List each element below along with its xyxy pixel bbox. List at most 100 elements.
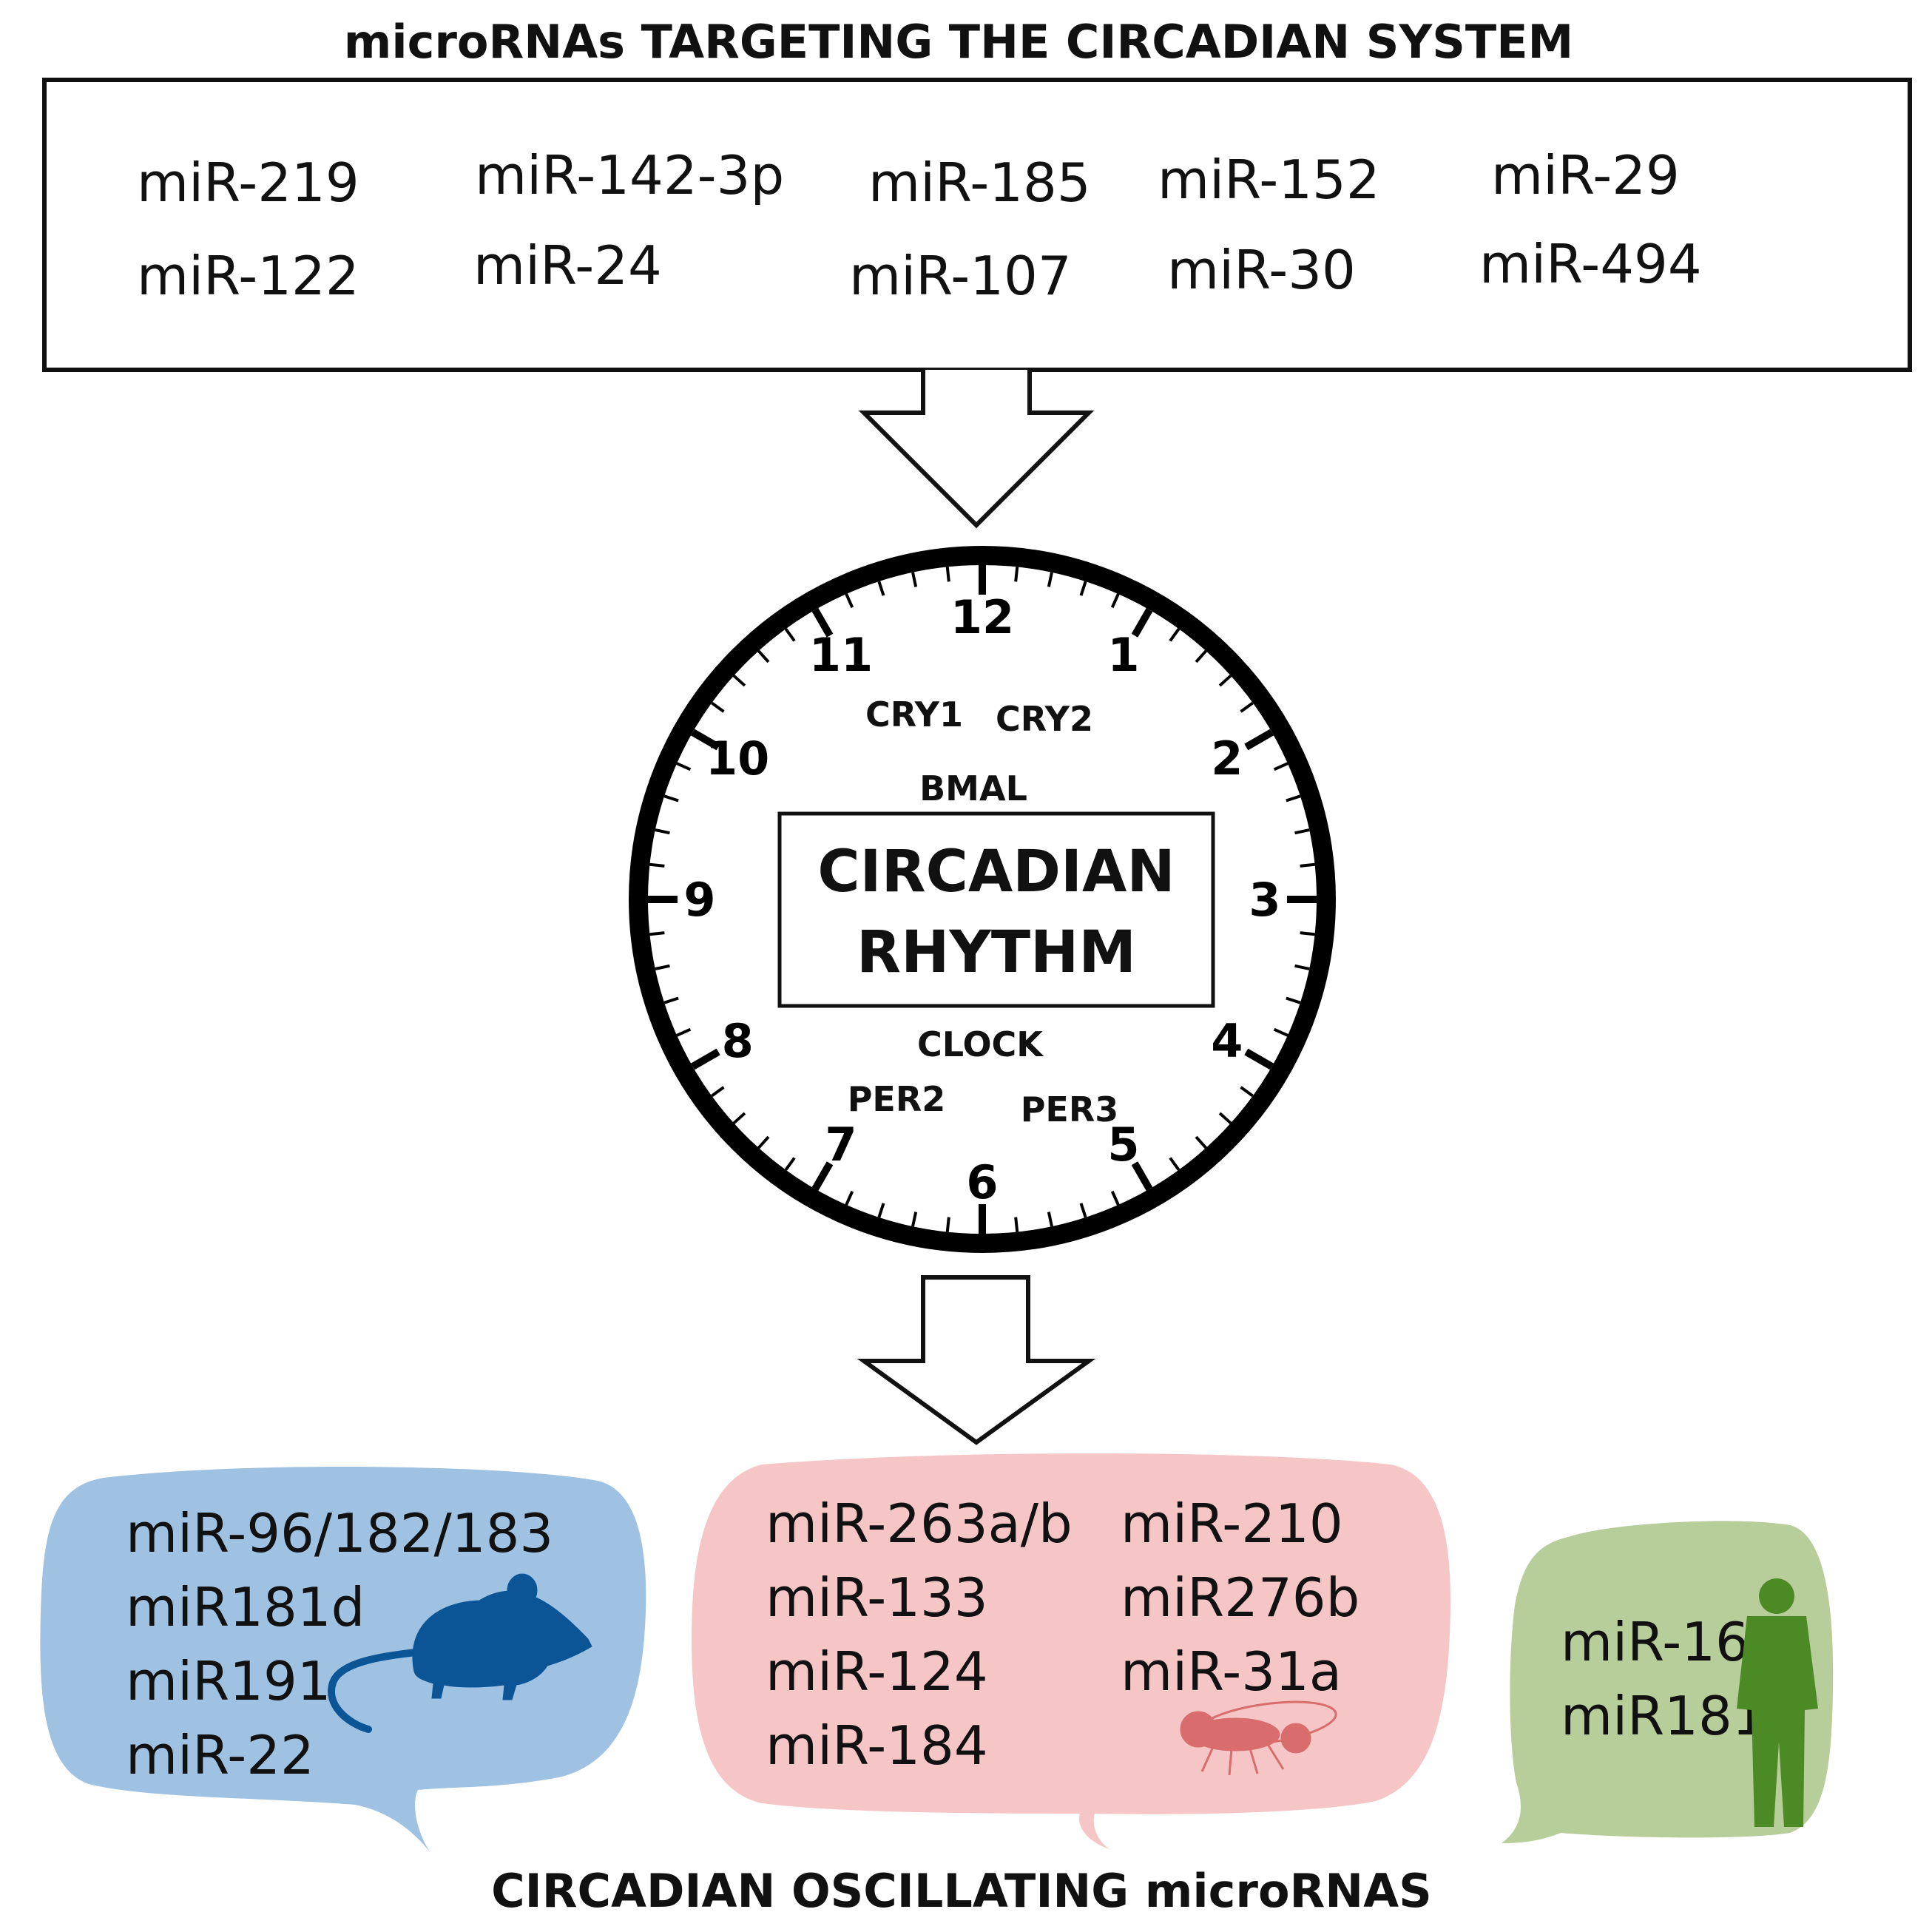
mouse-icon	[328, 1573, 592, 1733]
center-title-line2: RHYTHM	[857, 919, 1136, 986]
clock-number: 11	[809, 628, 873, 682]
mouse-mirna: miR-96/182/183	[126, 1502, 553, 1564]
clock-minute-tick	[1110, 1190, 1120, 1206]
fly-bubble: miR-263a/b miR-133 miR-124 miR-184 miR-2…	[692, 1453, 1451, 1849]
mouse-bubble: miR-96/182/183 miR181d miR191 miR-22	[40, 1466, 646, 1853]
clock-minute-tick	[1047, 1212, 1053, 1227]
clock-minute-tick	[1079, 1203, 1087, 1218]
mouse-mirna-list: miR-96/182/183 miR181d miR191 miR-22	[126, 1502, 553, 1786]
clock-minute-tick	[1300, 862, 1315, 868]
targeting-mirna: miR-107	[849, 245, 1072, 307]
clock-minute-tick	[1273, 762, 1288, 771]
clock-minute-tick	[1195, 1135, 1207, 1149]
clock-minute-tick	[1079, 581, 1087, 596]
mouse-bubble-shape	[40, 1466, 646, 1853]
clock-minute-tick	[1286, 794, 1301, 803]
clock-minute-tick	[945, 1217, 950, 1232]
top-title: microRNAs TARGETING THE CIRCADIAN SYSTEM	[344, 15, 1574, 69]
clock-minute-tick	[1294, 828, 1310, 835]
targeting-mirna-list: miR-219 miR-142-3p miR-185 miR-152 miR-2…	[137, 144, 1702, 307]
clock-minute-tick	[655, 828, 670, 835]
fly-mirna: miR-210	[1121, 1493, 1343, 1555]
clock-hour-tick	[691, 729, 720, 751]
clock-minute-tick	[655, 964, 670, 970]
fly-mirna: miR-133	[766, 1567, 988, 1629]
arrow-down-lower	[857, 1275, 1096, 1445]
clock-minute-tick	[1047, 572, 1053, 587]
clock-minute-tick	[732, 675, 746, 687]
fly-mirna: miR-124	[766, 1641, 988, 1703]
clock-minute-tick	[1014, 567, 1019, 582]
human-bubble: miR-16 miR181	[1502, 1521, 1834, 1843]
clock-minute-tick	[1240, 701, 1254, 713]
human-mirna-list: miR-16 miR181	[1561, 1611, 1766, 1747]
clock-hour-tick	[1244, 1048, 1274, 1070]
human-body	[1737, 1616, 1818, 1827]
gene-cry2: CRY2	[996, 699, 1093, 739]
mouse-body	[412, 1590, 592, 1700]
clock-minute-tick	[676, 1027, 692, 1037]
fly-bubble-shape	[692, 1453, 1451, 1849]
circadian-rhythm-box	[777, 811, 1215, 1008]
targeting-mirna: miR-122	[137, 245, 359, 307]
clock-number: 3	[1249, 873, 1280, 927]
gene-per2: PER2	[848, 1079, 946, 1119]
clock-ticks	[648, 565, 1317, 1234]
clock-minute-tick	[649, 862, 665, 868]
fly-mirna: miR276b	[1121, 1567, 1360, 1629]
fly-mirna: miR-31a	[1121, 1641, 1342, 1703]
clock-minute-tick	[911, 1212, 918, 1227]
clock-hour-tick	[811, 608, 834, 638]
gene-bmal: BMAL	[919, 768, 1027, 808]
mouse-mirna: miR-22	[126, 1724, 314, 1786]
fly-thorax	[1280, 1723, 1311, 1754]
clock-minute-tick	[877, 1203, 885, 1218]
human-icon	[1737, 1578, 1818, 1827]
clock-hour-tick	[1131, 608, 1153, 638]
clock-minute-tick	[845, 593, 854, 609]
clock-number: 12	[950, 590, 1014, 644]
clock-minute-tick	[911, 572, 918, 587]
clock-minute-tick	[663, 794, 679, 803]
gene-per3: PER3	[1021, 1090, 1119, 1129]
fly-icon	[1180, 1700, 1337, 1776]
fly-head	[1180, 1711, 1217, 1748]
clock-minute-tick	[711, 701, 725, 713]
clock-minute-tick	[877, 581, 885, 596]
gene-cry1: CRY1	[865, 695, 963, 734]
clock-minute-tick	[845, 1190, 854, 1206]
targeting-mirna: miR-142-3p	[475, 144, 784, 206]
targeting-mirna: miR-24	[473, 234, 662, 297]
human-mirna: miR-16	[1561, 1611, 1749, 1673]
arrow-down-upper	[858, 370, 1095, 529]
human-head	[1759, 1578, 1794, 1614]
clock-minute-tick	[784, 628, 796, 642]
mouse-ear	[507, 1573, 538, 1607]
mouse-mirna: miR181d	[126, 1576, 365, 1638]
clock-number: 8	[722, 1014, 754, 1068]
clock-number: 10	[706, 732, 769, 786]
clock-minute-tick	[1218, 1112, 1232, 1124]
targeting-mirna: miR-29	[1491, 144, 1680, 206]
human-mirna: miR181	[1561, 1685, 1766, 1747]
clock-minute-tick	[1218, 675, 1232, 687]
clock-minute-tick	[711, 1086, 725, 1098]
targeting-mirna-box	[42, 78, 1912, 372]
fly-mirna: miR-263a/b	[766, 1493, 1073, 1555]
clock-minute-tick	[757, 649, 770, 663]
center-title-line1: CIRCADIAN	[817, 839, 1175, 905]
targeting-mirna: miR-185	[868, 152, 1091, 214]
clock-number: 4	[1211, 1014, 1243, 1068]
clock-minute-tick	[1110, 593, 1120, 609]
clock-number: 2	[1211, 732, 1243, 786]
clock-number: 7	[825, 1118, 857, 1172]
clock-number: 5	[1107, 1118, 1139, 1172]
clock-minute-tick	[1286, 996, 1301, 1004]
clock-minute-tick	[676, 762, 692, 771]
clock-minute-tick	[1300, 931, 1315, 936]
clock-minute-tick	[1294, 964, 1310, 970]
clock-minute-tick	[757, 1135, 770, 1149]
clock-minute-tick	[1240, 1086, 1254, 1098]
